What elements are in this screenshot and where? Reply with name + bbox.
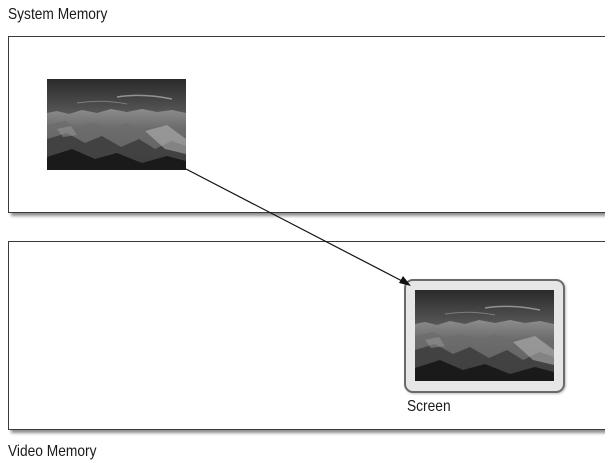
source-image [47,79,186,170]
system-memory-label: System Memory [8,6,108,23]
screen-image [415,290,554,381]
screen-label: Screen [407,398,451,415]
video-memory-label: Video Memory [8,443,97,460]
